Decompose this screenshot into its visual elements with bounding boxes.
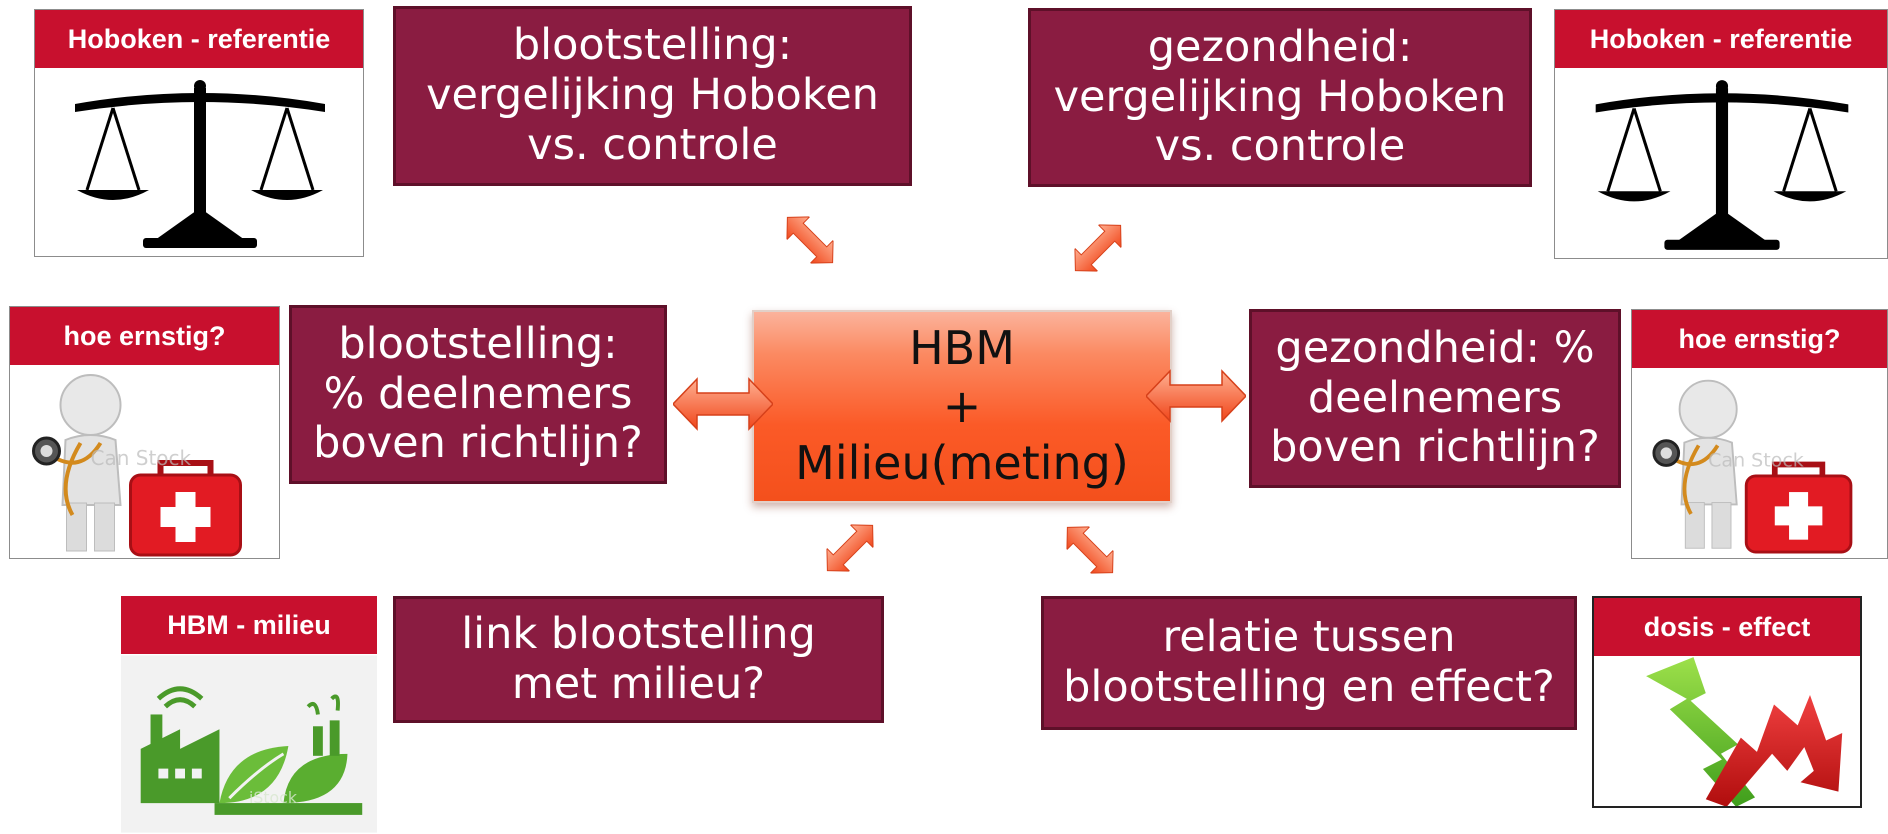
card-label: Hoboken - referentie bbox=[35, 10, 363, 68]
doctor-figure-icon bbox=[1632, 368, 1888, 559]
card-label: Hoboken - referentie bbox=[1555, 10, 1887, 68]
double-arrow-icon bbox=[1146, 370, 1246, 422]
card-label: hoe ernstig? bbox=[10, 307, 279, 365]
double-arrow-icon bbox=[1055, 515, 1125, 585]
box-health-guideline: gezondheid: % deelnemers boven richtlijn… bbox=[1249, 309, 1621, 488]
card-dose-effect: dosis - effect bbox=[1592, 596, 1862, 808]
card-scale-right: Hoboken - referentie bbox=[1554, 9, 1888, 259]
card-doctor-left: hoe ernstig? bbox=[9, 306, 280, 559]
card-doctor-right: hoe ernstig? bbox=[1631, 309, 1888, 559]
card-environment: HBM - milieu bbox=[121, 596, 377, 834]
box-exposure-effect-relation: relatie tussen blootstelling en effect? bbox=[1041, 596, 1577, 730]
box-exposure-guideline: blootstelling: % deelnemers boven richtl… bbox=[289, 305, 667, 484]
doctor-figure-icon bbox=[10, 365, 280, 559]
up-down-arrows-icon bbox=[1594, 656, 1862, 808]
double-arrow-icon bbox=[1063, 213, 1133, 283]
card-label: dosis - effect bbox=[1594, 598, 1860, 656]
center-hbm-environment: HBM + Milieu(meting) bbox=[752, 310, 1172, 503]
green-factory-leaf-icon bbox=[121, 654, 377, 834]
card-label: HBM - milieu bbox=[121, 596, 377, 654]
card-scale-left: Hoboken - referentie bbox=[34, 9, 364, 257]
box-exposure-comparison: blootstelling: vergelijking Hoboken vs. … bbox=[393, 6, 912, 186]
balance-scale-icon bbox=[1555, 68, 1888, 259]
balance-scale-icon bbox=[35, 68, 364, 257]
double-arrow-icon bbox=[815, 513, 885, 583]
double-arrow-icon bbox=[673, 378, 773, 430]
card-label: hoe ernstig? bbox=[1632, 310, 1887, 368]
box-health-comparison: gezondheid: vergelijking Hoboken vs. con… bbox=[1028, 8, 1532, 187]
double-arrow-icon bbox=[775, 205, 845, 275]
box-exposure-environment-link: link blootstelling met milieu? bbox=[393, 596, 884, 723]
